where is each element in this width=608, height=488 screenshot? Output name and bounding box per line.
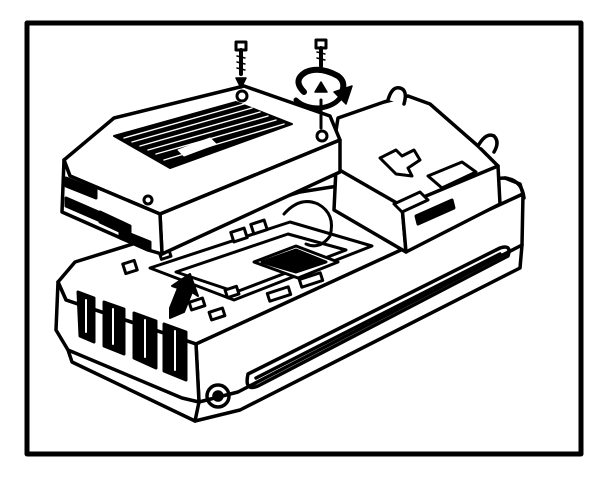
right-screw xyxy=(314,38,328,68)
cover-screw-holes xyxy=(142,89,329,206)
left-screw xyxy=(234,40,248,76)
down-arrow-icon xyxy=(235,77,247,89)
side-groove xyxy=(245,245,511,390)
up-arrow-icon xyxy=(169,273,199,319)
cover-left-face xyxy=(60,158,164,256)
cover-label-window xyxy=(177,137,217,157)
rotate-arrow-icon xyxy=(293,66,353,130)
figure-frame xyxy=(24,20,584,457)
compartment-label-plate xyxy=(426,160,478,190)
battery-recess xyxy=(121,218,374,322)
body-bottom-edge xyxy=(66,243,524,423)
compartment-button xyxy=(392,190,430,214)
cover-grille xyxy=(113,101,293,169)
compartment-arrow xyxy=(378,148,422,178)
spring-clip xyxy=(282,200,333,248)
front-knob xyxy=(205,383,231,409)
cover-end-slots xyxy=(64,176,152,252)
screw-icon xyxy=(234,38,328,76)
